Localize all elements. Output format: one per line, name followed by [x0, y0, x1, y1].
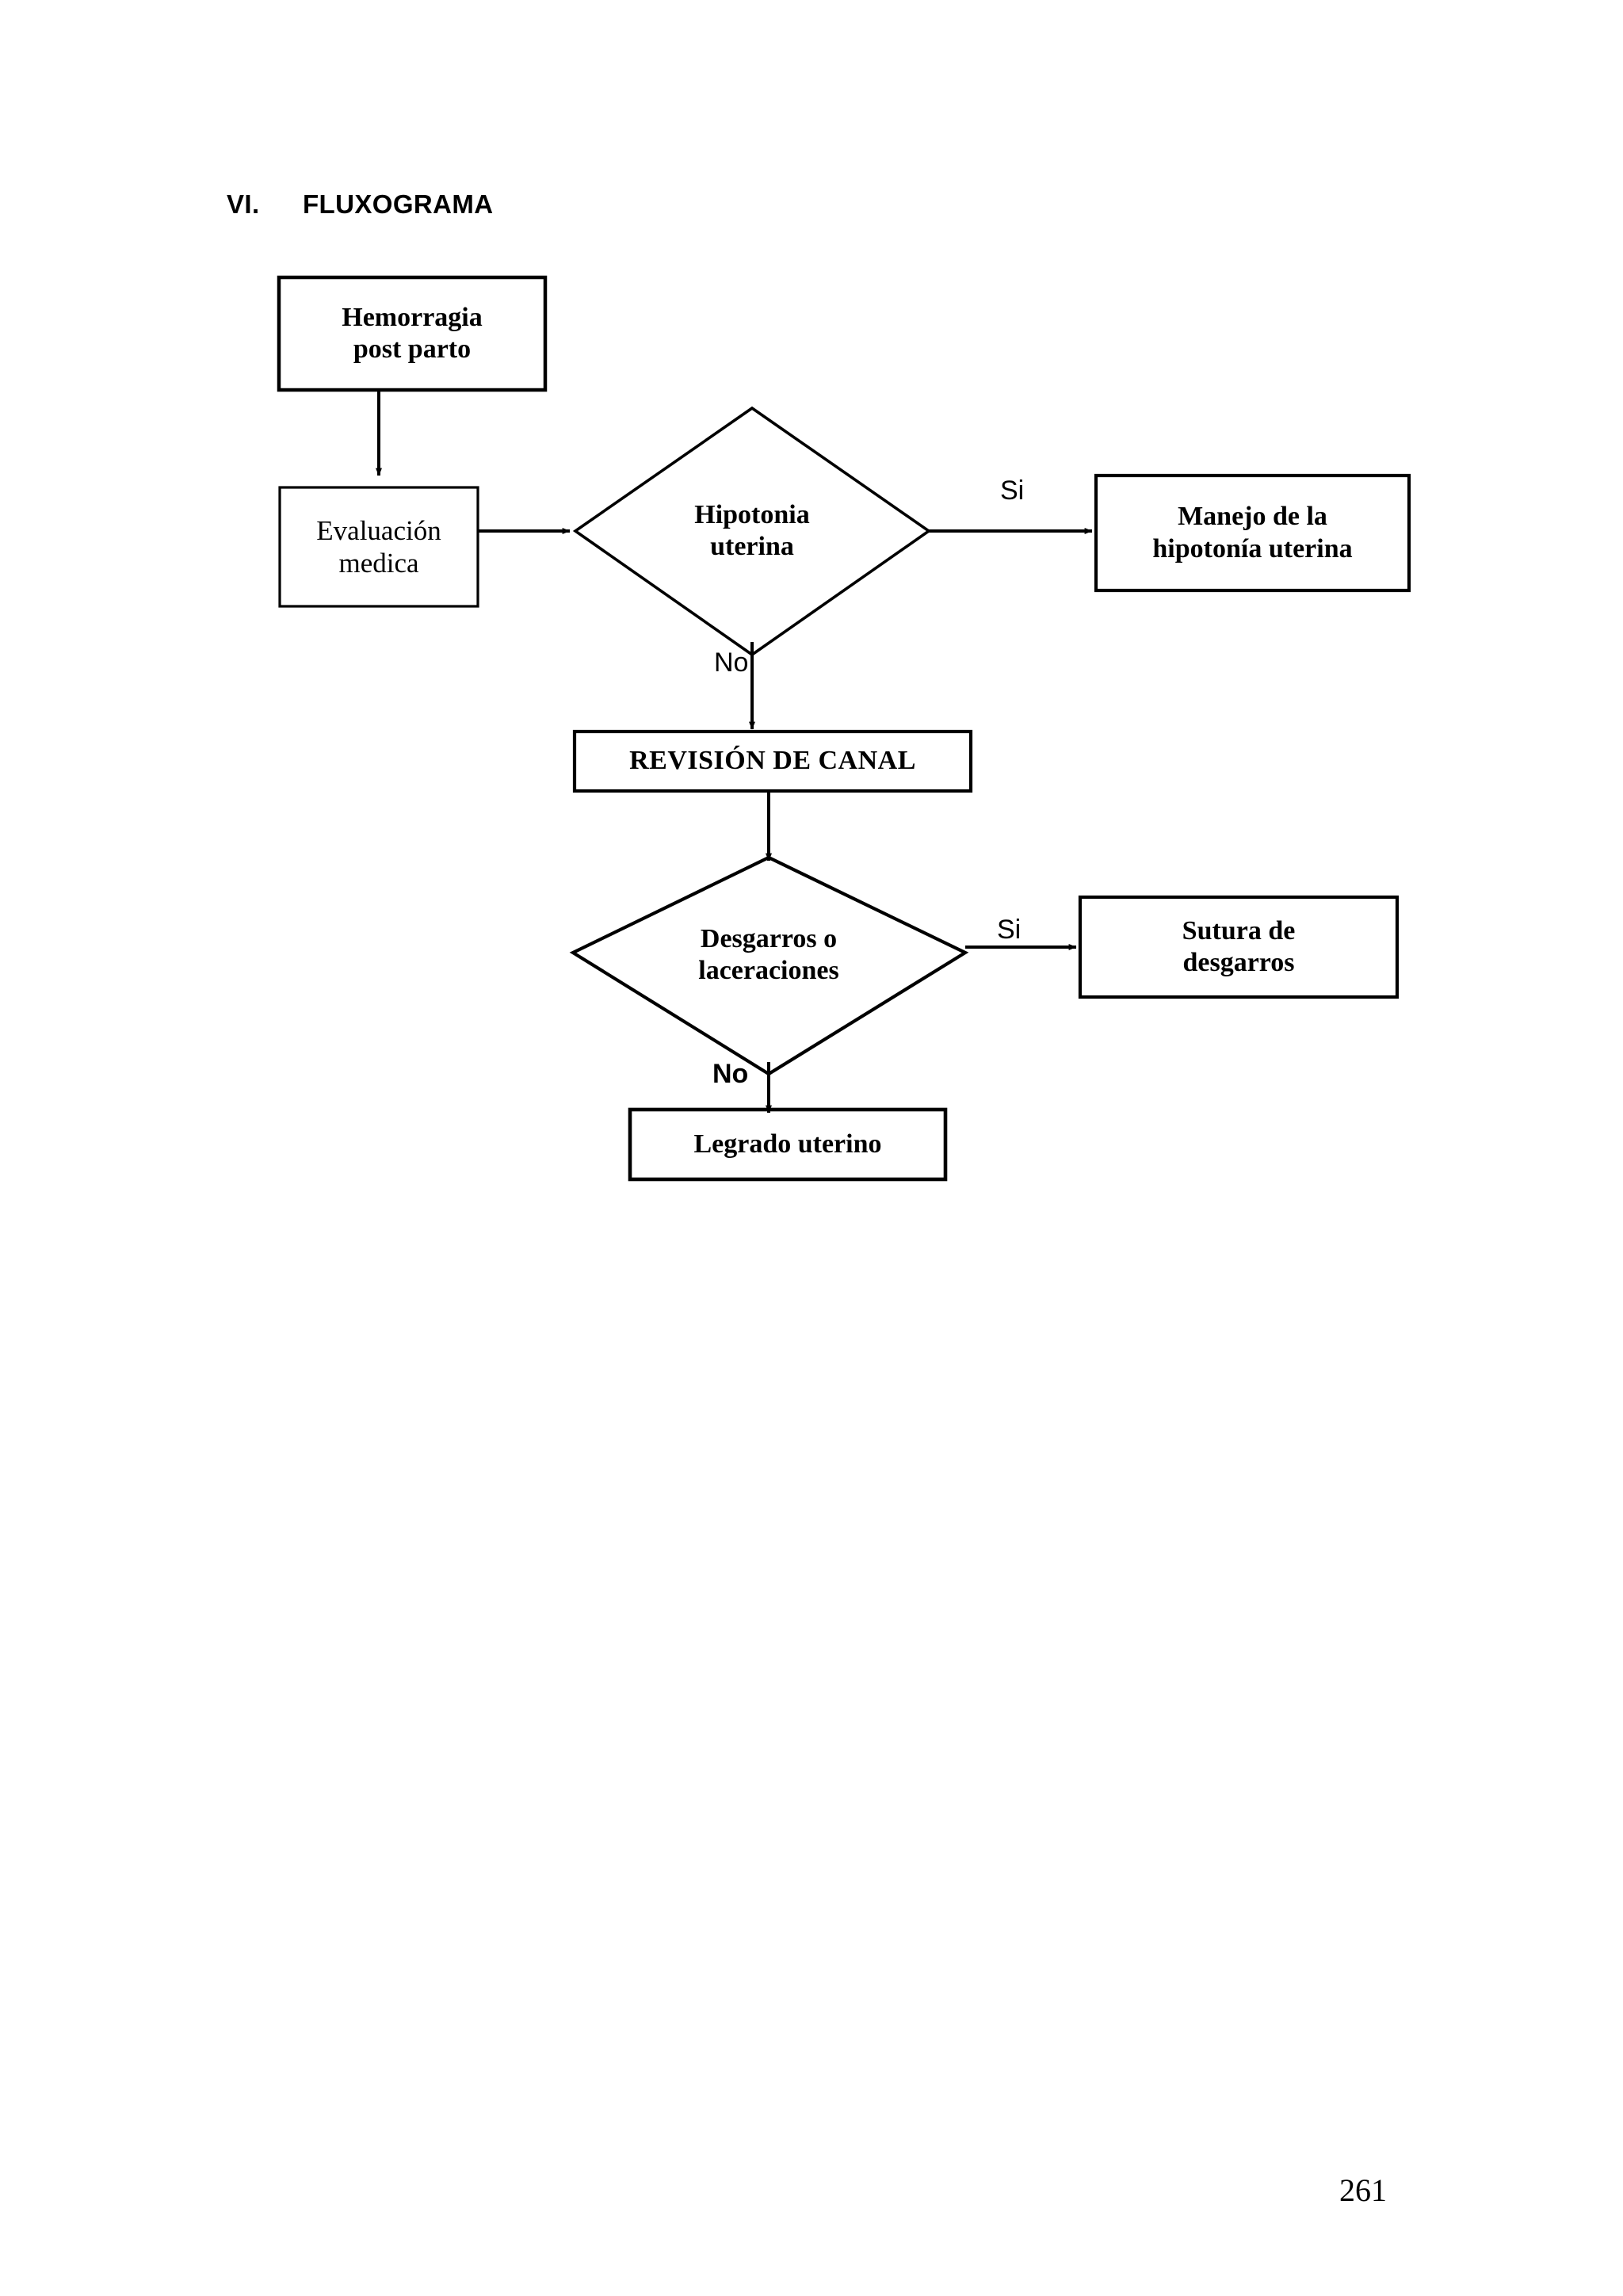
- flowchart-diagram: [277, 275, 1411, 1182]
- section-title-text: FLUXOGRAMA: [303, 189, 494, 219]
- node-revision-de-canal: [572, 729, 973, 793]
- node-legrado-uterino: [628, 1107, 948, 1182]
- page-number: 261: [1339, 2172, 1387, 2208]
- page-title: VI. FLUXOGRAMA: [227, 189, 493, 220]
- node-hipotonia-uterina: [572, 406, 932, 657]
- node-sutura-desgarros: [1078, 895, 1400, 999]
- node-hemorragia-post-parto: [277, 275, 548, 392]
- node-evaluacion-medica: [278, 486, 479, 608]
- node-desgarros-laceraciones: [569, 855, 969, 1076]
- node-manejo-hipotonia: [1094, 473, 1411, 593]
- section-numeral: VI.: [227, 189, 260, 219]
